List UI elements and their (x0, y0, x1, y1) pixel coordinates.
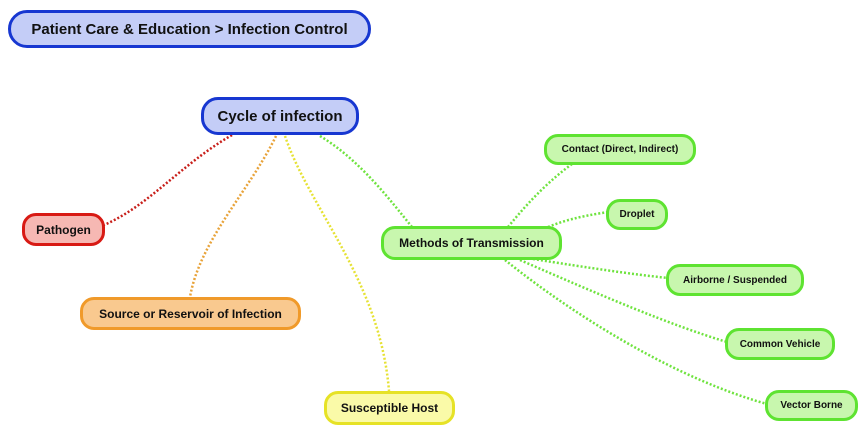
node-droplet[interactable]: Droplet (606, 199, 668, 230)
node-source-reservoir-label: Source or Reservoir of Infection (99, 306, 282, 321)
node-pathogen[interactable]: Pathogen (22, 213, 105, 246)
link-root-pathogen (103, 133, 233, 227)
link-root-source (188, 135, 278, 298)
node-common-vehicle-label: Common Vehicle (739, 338, 821, 350)
breadcrumb-title[interactable]: Patient Care & Education > Infection Con… (8, 10, 371, 48)
node-droplet-label: Droplet (619, 209, 655, 220)
node-common-vehicle[interactable]: Common Vehicle (725, 328, 835, 360)
link-methods-common (519, 258, 728, 344)
node-airborne-label: Airborne / Suspended (683, 274, 787, 286)
node-source-reservoir[interactable]: Source or Reservoir of Infection (80, 297, 301, 330)
link-root-host (283, 135, 391, 392)
node-cycle-of-infection[interactable]: Cycle of infection (201, 97, 359, 135)
link-methods-contact (507, 162, 573, 228)
link-methods-droplet (547, 210, 609, 229)
node-susceptible-host-label: Susceptible Host (340, 401, 439, 415)
link-methods-vector (504, 259, 768, 406)
node-contact[interactable]: Contact (Direct, Indirect) (544, 134, 696, 165)
breadcrumb-title-label: Patient Care & Education > Infection Con… (31, 20, 348, 38)
node-susceptible-host[interactable]: Susceptible Host (324, 391, 455, 425)
node-airborne[interactable]: Airborne / Suspended (666, 264, 804, 296)
node-vector-borne[interactable]: Vector Borne (765, 390, 858, 421)
node-methods-label: Methods of Transmission (399, 236, 544, 250)
node-pathogen-label: Pathogen (36, 222, 91, 237)
node-cycle-of-infection-label: Cycle of infection (217, 107, 343, 125)
link-root-methods (319, 134, 413, 228)
node-methods-of-transmission[interactable]: Methods of Transmission (381, 226, 562, 260)
node-contact-label: Contact (Direct, Indirect) (561, 144, 679, 155)
node-vector-borne-label: Vector Borne (780, 400, 843, 411)
